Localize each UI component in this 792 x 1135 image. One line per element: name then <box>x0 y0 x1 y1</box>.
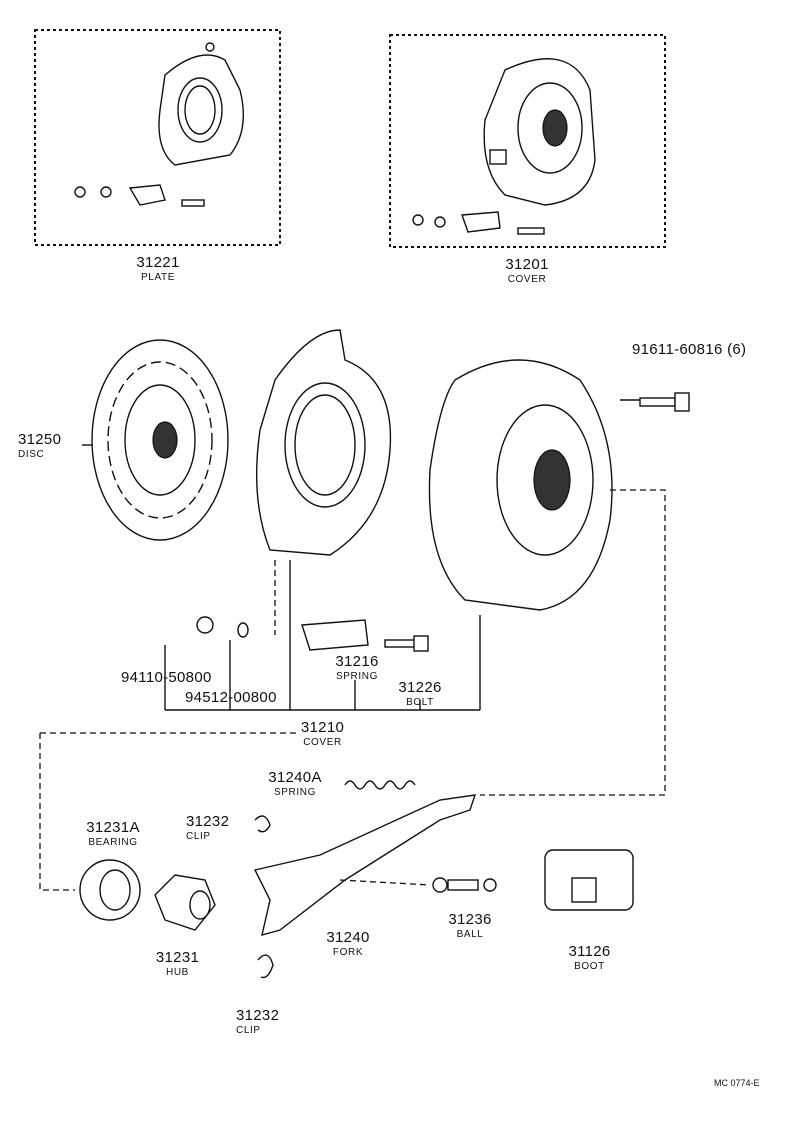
part-name: DISC <box>18 449 45 460</box>
ball-illustration <box>432 877 497 893</box>
part-number: 91611-60816 (6) <box>632 341 747 358</box>
part-label-31231: 31231 HUB <box>150 950 205 978</box>
plate-kit-box <box>34 29 281 246</box>
spring-31240A-illustration <box>344 780 416 790</box>
part-number: 31250 <box>18 431 62 448</box>
nut-illustration <box>196 616 214 634</box>
part-number: 31240A <box>268 769 322 786</box>
part-name: SPRING <box>274 787 316 798</box>
part-number: 31232 <box>236 1007 280 1024</box>
part-label-31216: 31216 SPRING <box>322 654 392 682</box>
part-name: BOLT <box>406 697 434 708</box>
part-label-94110: 94110-50800 <box>121 670 212 686</box>
part-label-31232-bottom: 31232 CLIP <box>236 1008 296 1036</box>
hub-illustration <box>154 874 216 931</box>
bolt-31226-illustration <box>384 635 429 652</box>
washer-illustration <box>237 622 249 638</box>
part-number: 31221 <box>136 254 180 271</box>
part-name: COVER <box>507 274 547 285</box>
cover-31210-illustration <box>255 329 392 556</box>
part-name: BOOT <box>574 961 605 972</box>
part-name: CLIP <box>236 1025 261 1036</box>
bolt-91611-illustration <box>639 392 690 412</box>
part-name: CLIP <box>186 831 211 842</box>
part-number: 94512-00800 <box>185 689 277 706</box>
part-label-31231A: 31231A BEARING <box>78 820 148 848</box>
part-label-31221: 31221 PLATE <box>108 255 208 283</box>
part-name: BEARING <box>88 837 138 848</box>
drawing-code: MC 0774-E <box>714 1078 760 1088</box>
part-name: PLATE <box>141 272 175 283</box>
plate-hardware <box>74 184 205 207</box>
part-label-31226: 31226 BOLT <box>385 680 455 708</box>
part-name: BALL <box>456 929 484 940</box>
part-label-31201: 31201 COVER <box>477 257 577 285</box>
cover-group-leaders <box>82 399 640 711</box>
spring-31216-illustration <box>301 619 369 651</box>
part-name: SPRING <box>336 671 378 682</box>
part-label-31250: 31250 DISC <box>18 432 61 460</box>
part-label-31210: 31210 COVER <box>285 720 360 748</box>
part-label-31126: 31126 BOOT <box>557 944 622 972</box>
fork-illustration <box>253 794 477 936</box>
cover-kit-box <box>389 34 666 248</box>
part-number: 31201 <box>505 256 549 273</box>
pressure-plate-illustration <box>428 359 613 611</box>
cover-kit-hardware <box>412 211 545 235</box>
disc-illustration <box>91 339 229 541</box>
clip-bottom-illustration <box>257 954 274 979</box>
part-number: 31226 <box>398 679 442 696</box>
part-label-94512: 94512-00800 <box>185 690 277 706</box>
part-number: 31240 <box>326 929 370 946</box>
part-number: 94110-50800 <box>121 669 212 686</box>
part-label-31232-top: 31232 CLIP <box>186 814 241 842</box>
part-label-31240A: 31240A SPRING <box>255 770 335 798</box>
part-number: 31236 <box>448 911 492 928</box>
bearing-illustration <box>79 859 141 921</box>
release-group-boundary <box>39 733 75 891</box>
part-number: 31210 <box>300 719 345 736</box>
part-name: HUB <box>166 967 189 978</box>
clip-top-illustration <box>254 815 271 833</box>
plate-illustration <box>158 42 245 166</box>
part-name: COVER <box>303 737 342 748</box>
part-number: 31231 <box>155 949 200 966</box>
part-number: 31231A <box>86 819 140 836</box>
boot-illustration <box>544 849 634 911</box>
part-number: 31232 <box>186 813 230 830</box>
part-number: 31126 <box>568 943 611 960</box>
fork-to-cover-guide <box>480 489 666 796</box>
cover-kit-illustration <box>483 58 596 206</box>
part-number: 31216 <box>335 653 379 670</box>
part-label-31240: 31240 FORK <box>318 930 378 958</box>
part-label-91611: 91611-60816 (6) <box>632 342 746 358</box>
part-label-31236: 31236 BALL <box>440 912 500 940</box>
part-name: FORK <box>332 947 364 958</box>
